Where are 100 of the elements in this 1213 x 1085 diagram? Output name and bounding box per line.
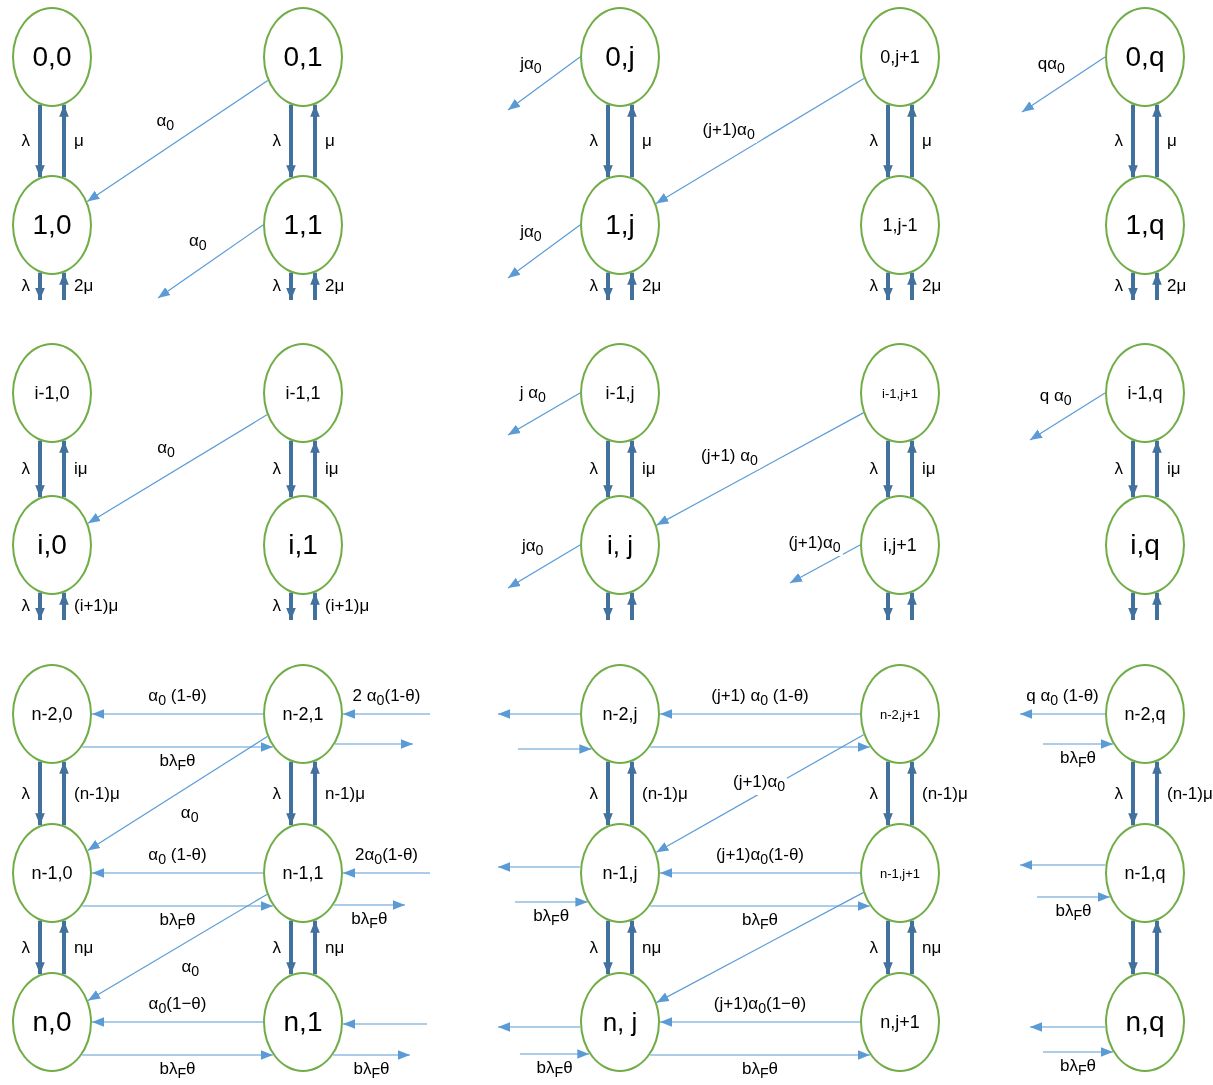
arrow [35, 272, 45, 300]
arrow [1019, 709, 1106, 719]
arrow [91, 868, 264, 878]
arrow [1128, 440, 1138, 498]
state-circle: n-2,j+1 [860, 664, 940, 764]
arrow [1029, 1022, 1106, 1032]
arrow [603, 920, 613, 975]
edge-label: (n-1)μ [1165, 784, 1213, 803]
arrow [91, 709, 264, 719]
arrow [627, 440, 637, 498]
arrow [1021, 56, 1106, 113]
edge-label: (j+1)α$_{0}$ [700, 121, 757, 144]
edge-label: iμ [640, 459, 658, 479]
state-circle: n-1,q [1105, 823, 1185, 923]
arrow [342, 868, 431, 878]
arrow [907, 592, 917, 620]
edge-label: (j+1) α$_{0}$ [699, 446, 760, 469]
arrow [659, 1017, 861, 1027]
state-circle: i-1,1 [263, 343, 343, 443]
state-circle: n,q [1105, 972, 1185, 1072]
state-circle: n-1,j [580, 823, 660, 923]
arrow [907, 272, 917, 300]
arrow [507, 392, 581, 436]
state-circle: n,1 [263, 972, 343, 1072]
state-circle: 0,j [580, 7, 660, 107]
arrow [91, 1017, 264, 1027]
state-circle: 1,q [1105, 175, 1185, 275]
arrow [659, 709, 861, 719]
arrow [342, 709, 431, 719]
edge-label: iμ [323, 459, 341, 479]
arrow [310, 592, 320, 620]
arrow [35, 592, 45, 620]
arrow [507, 224, 581, 279]
arrow [1152, 440, 1162, 498]
arrow [507, 56, 581, 111]
arrow [497, 862, 581, 872]
arrow [1128, 592, 1138, 620]
edge-label: iμ [1165, 459, 1183, 479]
arrow [59, 440, 69, 498]
state-circle: n-1,1 [263, 823, 343, 923]
arrow [1019, 860, 1107, 870]
arrow [35, 761, 45, 826]
arrow [59, 761, 69, 826]
arrow [286, 761, 296, 826]
arrow [883, 920, 893, 975]
state-circle: 1,1 [263, 175, 343, 275]
arrow [627, 104, 637, 178]
arrow [59, 920, 69, 975]
arrow [286, 440, 296, 498]
state-circle: n-1,0 [12, 823, 92, 923]
arrow [1152, 592, 1162, 620]
arrow [507, 544, 581, 589]
arrow [883, 592, 893, 620]
arrow [907, 761, 917, 826]
state-circle: i,1 [263, 495, 343, 595]
edge-label: (n-1)μ [640, 784, 690, 803]
state-circle: n-2,0 [12, 664, 92, 764]
arrow [659, 868, 861, 878]
arrow [1128, 761, 1138, 826]
arrow [603, 440, 613, 498]
arrow [789, 544, 861, 584]
state-circle: 1,j-1 [860, 175, 940, 275]
arrow [497, 1022, 581, 1032]
state-circle: n,0 [12, 972, 92, 1072]
state-circle: 0,q [1105, 7, 1185, 107]
edge-label: (j+1)α$_{0}$ [731, 773, 788, 796]
edge-label: (n-1)μ [920, 784, 970, 803]
arrow [1128, 104, 1138, 178]
state-circle: i-1,j [580, 343, 660, 443]
arrow [286, 104, 296, 178]
state-circle: n,j+1 [860, 972, 940, 1072]
state-circle: n-1,j+1 [860, 823, 940, 923]
state-circle: n-2,q [1105, 664, 1185, 764]
arrow [603, 592, 613, 620]
arrow [1029, 392, 1106, 441]
arrow [286, 920, 296, 975]
arrow [603, 272, 613, 300]
arrow [627, 761, 637, 826]
arrow [1128, 920, 1138, 975]
state-circle: 1,0 [12, 175, 92, 275]
arrow [627, 592, 637, 620]
arrow [883, 272, 893, 300]
edge-label: (j+1)α$_{0}$ [786, 533, 843, 556]
arrow [286, 272, 296, 300]
arrow [59, 592, 69, 620]
arrow [907, 104, 917, 178]
arrow [1152, 920, 1162, 975]
arrow [310, 104, 320, 178]
arrow [883, 104, 893, 178]
arrow [907, 440, 917, 498]
edge-label: iμ [920, 459, 938, 479]
arrow [310, 761, 320, 826]
arrow [286, 592, 296, 620]
state-circle: i-1,q [1105, 343, 1185, 443]
arrow [883, 761, 893, 826]
arrow [157, 224, 264, 299]
arrow [603, 761, 613, 826]
state-circle: 0,j+1 [860, 7, 940, 107]
arrow [310, 272, 320, 300]
edge-label: (n-1)μ [72, 784, 122, 803]
